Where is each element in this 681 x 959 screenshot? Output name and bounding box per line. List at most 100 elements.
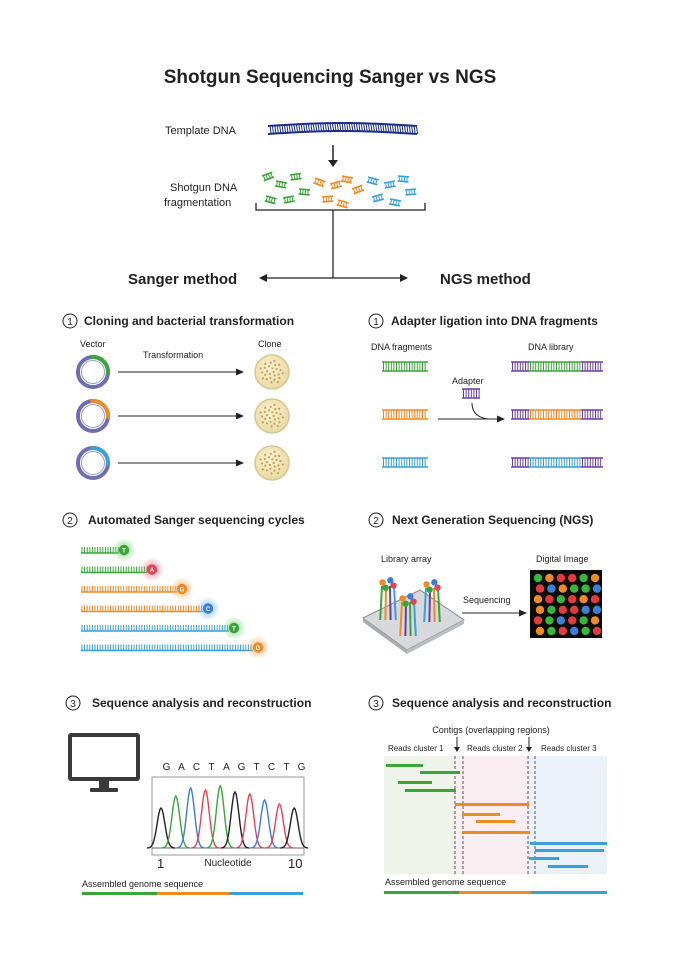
sanger-strand: A [81, 557, 164, 582]
axis-start-label: 1 [157, 856, 164, 871]
cluster-spot [556, 595, 565, 604]
terminator-dot [176, 583, 188, 595]
cluster-spot [590, 573, 600, 583]
sequence-letter: G [163, 762, 172, 773]
clone-label: Clone [258, 339, 282, 349]
library-fragment [511, 409, 603, 420]
ngs-step2-number: 2 [368, 512, 384, 528]
dna-fragment [321, 195, 334, 203]
ngs-dna-fragment [382, 409, 428, 420]
chromatogram-peak [250, 798, 279, 849]
dna-fragments-label: DNA fragments [371, 342, 433, 352]
digital-image-label: Digital Image [536, 554, 589, 564]
ngs-method-heading: NGS method [440, 271, 531, 288]
template-dna-strand [267, 122, 419, 135]
cluster-spot [533, 595, 543, 604]
cluster-spot [592, 584, 602, 593]
ngs-step1-title: Adapter ligation into DNA fragments [391, 314, 598, 328]
sanger-assembled-bar [82, 892, 303, 895]
dna-fragment [313, 177, 326, 188]
sequence-read [529, 857, 559, 860]
cluster-spot [556, 573, 565, 583]
dna-fragment [264, 195, 277, 205]
sanger-strand: G [81, 635, 270, 660]
dna-fragment [329, 180, 343, 190]
cloning-row [76, 354, 290, 390]
contigs-label: Contigs (overlapping regions) [432, 725, 550, 735]
sequence-read [462, 813, 500, 816]
library-array-label: Library array [381, 554, 432, 564]
sanger-method-heading: Sanger method [128, 271, 237, 288]
read-alignments [386, 764, 607, 868]
dna-fragment [351, 184, 365, 195]
cluster-spot [558, 605, 567, 614]
sequence-read [405, 789, 456, 792]
reads-cluster-1-label: Reads cluster 1 [388, 744, 444, 753]
sanger-step2-number: 2 [62, 512, 78, 528]
svg-text:3: 3 [70, 699, 76, 710]
cluster-spot [558, 626, 567, 636]
chromatogram-peak [176, 786, 205, 849]
svg-text:1: 1 [67, 317, 73, 328]
sanger-step3-title: Sequence analysis and reconstruction [92, 696, 311, 710]
sanger-step1-title: Cloning and bacterial transformation [84, 314, 294, 328]
sequence-letter: C [193, 762, 201, 773]
ngs-assembled-bar [384, 891, 607, 894]
cluster-spot [581, 626, 590, 636]
ligation-arrow [438, 402, 505, 423]
insert-segment [529, 361, 581, 372]
sequence-read [530, 842, 607, 845]
cluster-spot [590, 616, 600, 625]
cluster-spot [535, 605, 545, 614]
chromatogram-peak [235, 792, 264, 849]
sanger-strand: T [81, 538, 136, 562]
sequence-letter: T [283, 762, 290, 773]
cloning-row [76, 398, 290, 434]
svg-text:2: 2 [67, 516, 73, 527]
terminator-base-label: G [256, 646, 261, 652]
dna-fragment [289, 172, 302, 181]
cluster-spot [568, 573, 577, 583]
terminator-base-label: A [150, 568, 155, 574]
cluster-spot [545, 573, 554, 583]
sanger-strand: G [81, 577, 194, 601]
cluster-spot [579, 573, 588, 583]
axis-end-label: 10 [288, 856, 302, 871]
dna-fragment [274, 180, 287, 189]
ngs-step3-title: Sequence analysis and reconstruction [392, 696, 611, 710]
sequence-letter: G [238, 762, 247, 773]
reads-cluster-3-label: Reads cluster 3 [541, 744, 597, 753]
ngs-dna-fragment [382, 457, 428, 468]
petri-dish-clone-icon [254, 354, 290, 390]
cluster-spot [545, 616, 554, 625]
sequence-letter: G [298, 762, 307, 773]
chromatogram-window [151, 776, 305, 856]
cluster-spot [570, 605, 579, 614]
dna-fragment [336, 199, 349, 209]
cluster-spot [579, 616, 588, 625]
sequence-read [548, 865, 588, 868]
sequence-read [398, 781, 432, 784]
adapter-segment-right [581, 457, 603, 468]
sequence-read [462, 831, 530, 834]
sequencing-label: Sequencing [463, 595, 511, 605]
sequence-read [476, 820, 515, 823]
sanger-step2-title: Automated Sanger sequencing cycles [88, 513, 305, 527]
dna-library-label: DNA library [528, 342, 574, 352]
chromatogram-peak [161, 794, 190, 849]
terminator-dot [228, 622, 240, 634]
terminator-base-label: T [122, 548, 126, 554]
library-fragment [511, 457, 603, 468]
flowcell-edge [407, 620, 464, 654]
split-arrow [259, 274, 408, 282]
chromatogram-peak [147, 806, 175, 849]
terminator-dot [146, 564, 158, 575]
plasmid-vector-icon [76, 355, 110, 389]
template-dna-label: Template DNA [165, 125, 237, 137]
ngs-step2-title: Next Generation Sequencing (NGS) [392, 513, 593, 527]
plasmid-vector-icon [76, 399, 110, 433]
library-array-flowcell [362, 577, 465, 654]
